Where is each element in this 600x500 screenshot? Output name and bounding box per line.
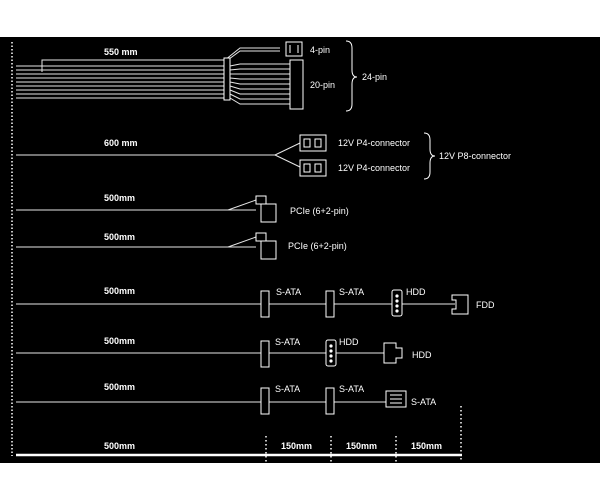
connector-4pin [285, 41, 303, 57]
wire [224, 50, 280, 63]
wire [274, 154, 301, 168]
cable-peripheral-3: 500mm S-ATA S-ATA S-ATA [16, 382, 436, 415]
connector-label: PCIe (6+2-pin) [288, 241, 347, 251]
cable-pcie-2: 500mm PCIe (6+2-pin) [16, 232, 347, 260]
wire [229, 93, 292, 100]
connector-pin [395, 309, 399, 313]
connector-label: S-ATA [411, 397, 436, 407]
wire [274, 142, 301, 156]
cable-length-label: 500mm [104, 193, 135, 203]
length-ruler: 500mm 150mm 150mm 150mm [16, 406, 462, 462]
wire [229, 89, 292, 95]
wire [229, 81, 292, 85]
connector-sata [325, 387, 335, 415]
connector-detail [303, 163, 311, 173]
connector-label: S-ATA [276, 287, 301, 297]
connector-detail [314, 138, 322, 148]
cable-length-label: 500mm [104, 232, 135, 242]
cable-length-label: 500mm [104, 336, 135, 346]
wire [224, 47, 280, 61]
ruler-segment-label: 150mm [411, 441, 442, 451]
connector-pin [329, 354, 333, 358]
wire [41, 59, 225, 72]
wire [229, 63, 292, 67]
connector-pcie-2pin [255, 232, 267, 242]
connector-pin [329, 349, 333, 353]
connector-fdd [451, 294, 469, 315]
connector-pin [395, 294, 399, 298]
connector-label: HDD [339, 337, 359, 347]
connector-label: HDD [412, 350, 432, 360]
wire [229, 77, 292, 80]
connector-label: HDD [406, 287, 426, 297]
wire [229, 85, 292, 90]
connector-pcie-6pin [260, 240, 277, 260]
connector-pin [329, 344, 333, 348]
connector-label: 12V P4-connector [338, 138, 410, 148]
connector-label: S-ATA [339, 384, 364, 394]
ruler-segment-label: 150mm [346, 441, 377, 451]
connector-label: S-ATA [339, 287, 364, 297]
connector-molex [391, 289, 403, 317]
connector-sata [260, 290, 270, 318]
group-brace [345, 40, 358, 112]
connector-label: 4-pin [310, 45, 330, 55]
cable-length-label: 500mm [104, 382, 135, 392]
wire [227, 199, 257, 211]
connector-detail [303, 138, 311, 148]
connector-pin [395, 304, 399, 308]
connector-sata [325, 290, 335, 318]
cable-length-label: 550 mm [104, 47, 138, 57]
connector-detail [314, 163, 322, 173]
wire [229, 68, 292, 71]
cable-length-label: 600 mm [104, 138, 138, 148]
group-brace [423, 132, 436, 180]
cable-length-label: 500mm [104, 286, 135, 296]
cable-12v-p8: 600 mm 12V P4-connector 12V P4-connector… [16, 132, 511, 180]
cable-sleeve [223, 57, 231, 101]
ruler-segment-label: 150mm [281, 441, 312, 451]
group-label: 24-pin [362, 72, 387, 82]
connector-molex [325, 339, 337, 367]
group-label: 12V P8-connector [439, 151, 511, 161]
connector-label: PCIe (6+2-pin) [290, 206, 349, 216]
connector-20pin [289, 59, 304, 110]
connector-pin [395, 299, 399, 303]
connector-label: 12V P4-connector [338, 163, 410, 173]
cable-peripheral-1: 500mm S-ATA S-ATA HDD FDD [16, 286, 495, 318]
connector-pcie-6pin [260, 203, 277, 223]
connector-sata [260, 340, 270, 368]
cable-24pin: 550 mm [16, 40, 387, 112]
connector-label: S-ATA [275, 384, 300, 394]
connector-pin [329, 359, 333, 363]
connector-sata [260, 387, 270, 415]
connector-label: S-ATA [275, 337, 300, 347]
connector-hdd [383, 342, 403, 364]
connector-pcie-2pin [255, 195, 267, 205]
cable-peripheral-2: 500mm S-ATA HDD HDD [16, 336, 432, 368]
cable-pcie-1: 500mm PCIe (6+2-pin) [16, 193, 349, 223]
wire [229, 97, 292, 105]
wire [227, 236, 257, 248]
ruler-segment-label: 500mm [104, 441, 135, 451]
connector-label: FDD [476, 300, 495, 310]
connector-label: 20-pin [310, 80, 335, 90]
